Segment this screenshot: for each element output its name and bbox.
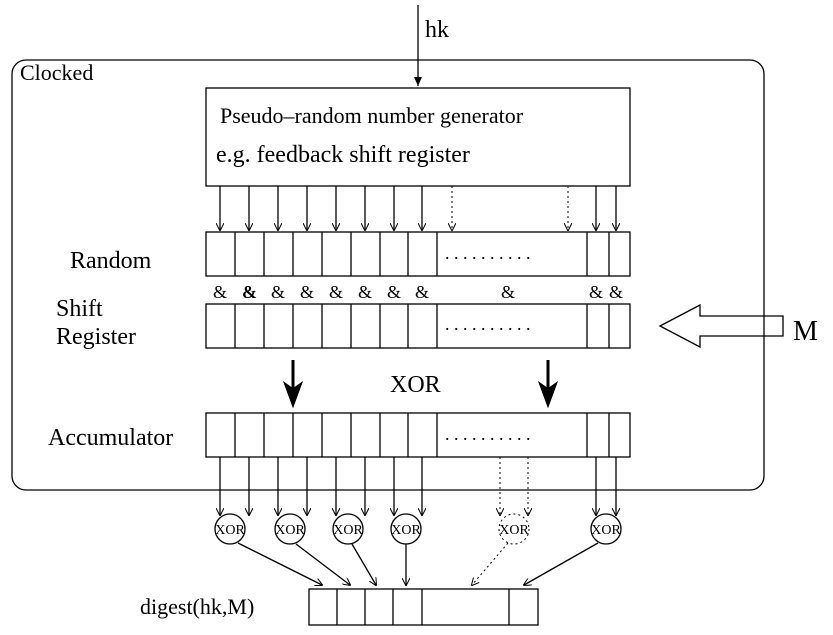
xor-arrow-right bbox=[537, 360, 559, 409]
prng-output-arrows bbox=[220, 186, 616, 230]
digest-input-arrows bbox=[237, 542, 599, 585]
svg-text:XOR: XOR bbox=[215, 523, 245, 538]
random-label: Random bbox=[70, 248, 152, 274]
accumulator-register bbox=[205, 412, 631, 458]
prng-line1: Pseudo–random number generator bbox=[220, 103, 524, 128]
accumulator-output-arrows bbox=[220, 457, 616, 515]
register-label: Register bbox=[56, 324, 136, 350]
xor-arrow-left bbox=[282, 360, 304, 409]
digest-register bbox=[308, 588, 539, 626]
clocked-boundary bbox=[11, 59, 765, 491]
shift-register bbox=[205, 303, 631, 349]
xor-node: XOR bbox=[590, 513, 622, 545]
svg-text:XOR: XOR bbox=[333, 523, 363, 538]
digest-label: digest(hk,M) bbox=[140, 594, 254, 619]
svg-text:XOR: XOR bbox=[391, 523, 421, 538]
and-symbol: & bbox=[387, 282, 401, 302]
svg-text:XOR: XOR bbox=[591, 523, 621, 538]
shift-ellipsis: . . . . . . . . . . bbox=[445, 314, 531, 334]
and-symbol: & bbox=[300, 282, 314, 302]
xor-label: XOR bbox=[390, 372, 441, 398]
and-symbol: & bbox=[609, 282, 623, 302]
xor-node-dotted: XOR bbox=[498, 513, 530, 545]
message-label: M bbox=[793, 316, 818, 347]
random-register bbox=[205, 231, 631, 277]
accumulator-label: Accumulator bbox=[48, 425, 173, 451]
svg-text:XOR: XOR bbox=[499, 523, 529, 538]
and-row: & & & & & & & & & & & bbox=[213, 282, 623, 302]
and-symbol: & bbox=[501, 282, 515, 302]
and-symbol: & bbox=[242, 282, 257, 302]
hk-label: hk bbox=[425, 17, 449, 43]
prng-line2: e.g. feedback shift register bbox=[216, 142, 470, 168]
and-symbol: & bbox=[271, 282, 285, 302]
and-symbol: & bbox=[329, 282, 343, 302]
clocked-label: Clocked bbox=[20, 60, 93, 85]
and-symbol: & bbox=[358, 282, 372, 302]
and-symbol: & bbox=[415, 282, 429, 302]
accumulator-ellipsis: . . . . . . . . . . bbox=[445, 424, 531, 444]
xor-node: XOR bbox=[274, 513, 306, 545]
svg-text:XOR: XOR bbox=[275, 523, 305, 538]
shift-label: Shift bbox=[56, 296, 103, 322]
and-symbol: & bbox=[589, 282, 603, 302]
prng-box bbox=[205, 87, 631, 187]
xor-node: XOR bbox=[390, 513, 422, 545]
random-ellipsis: . . . . . . . . . . bbox=[445, 243, 531, 263]
message-input-arrow bbox=[658, 303, 784, 349]
xor-node: XOR bbox=[332, 513, 364, 545]
and-symbol: & bbox=[213, 282, 227, 302]
xor-node: XOR bbox=[214, 513, 246, 545]
